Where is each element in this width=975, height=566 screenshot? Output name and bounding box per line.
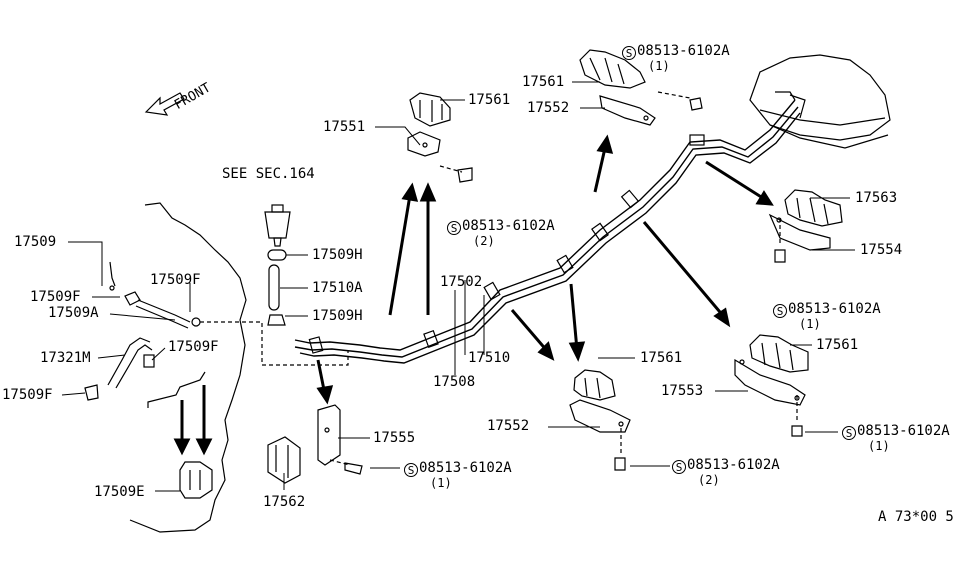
label-17509: 17509 bbox=[14, 234, 57, 250]
fuel-filter-part bbox=[264, 204, 291, 247]
pointer-arrows bbox=[173, 134, 774, 456]
label-17554: 17554 bbox=[860, 242, 903, 258]
label-17509F-3: 17509F bbox=[168, 339, 219, 355]
dashed-lines bbox=[200, 91, 798, 466]
bracket-17555 bbox=[317, 404, 363, 475]
label-17563: 17563 bbox=[855, 190, 898, 206]
footer-code: A 73*00 5 bbox=[878, 509, 954, 525]
label-17561-4: 17561 bbox=[816, 337, 859, 353]
label-17509F-4: 17509F bbox=[2, 387, 53, 403]
screw-s-icon: S bbox=[622, 46, 636, 60]
pipe-clips bbox=[308, 134, 705, 354]
label-17552-2: 17552 bbox=[487, 418, 530, 434]
label-17553: 17553 bbox=[661, 383, 704, 399]
bracket-17552-top bbox=[579, 49, 703, 126]
label-17552-1: 17552 bbox=[527, 100, 570, 116]
label-17561-2: 17561 bbox=[522, 74, 565, 90]
clip-17562 bbox=[267, 436, 301, 484]
label-17321M: 17321M bbox=[40, 350, 91, 366]
label-17555: 17555 bbox=[373, 430, 416, 446]
label-17508: 17508 bbox=[433, 374, 476, 390]
screw-s-icon: S bbox=[404, 463, 418, 477]
screw-s-icon: S bbox=[672, 460, 686, 474]
left-hoses bbox=[84, 261, 206, 408]
screw-s-icon: S bbox=[842, 426, 856, 440]
clamp-17509H-bottom bbox=[267, 314, 286, 326]
label-17509H-1: 17509H bbox=[312, 247, 363, 263]
fuel-pipes bbox=[294, 99, 801, 364]
label-17509E: 17509E bbox=[94, 484, 145, 500]
see-sec-label: SEE SEC.164 bbox=[222, 166, 315, 182]
bracket-17553 bbox=[734, 334, 809, 437]
hose-17510A bbox=[268, 264, 280, 311]
label-17509A: 17509A bbox=[48, 305, 99, 321]
label-17510: 17510 bbox=[468, 350, 511, 366]
label-17509H-2: 17509H bbox=[312, 308, 363, 324]
label-17551: 17551 bbox=[323, 119, 366, 135]
screw-s-icon: S bbox=[773, 304, 787, 318]
clip-17509E bbox=[179, 461, 213, 499]
label-17510A: 17510A bbox=[312, 280, 363, 296]
bracket-17554 bbox=[768, 189, 843, 263]
label-17509F-2: 17509F bbox=[150, 272, 201, 288]
hose-17509H-top bbox=[267, 249, 287, 261]
leader-lines bbox=[61, 81, 855, 492]
fuel-tank bbox=[749, 54, 891, 149]
bracket-17551 bbox=[407, 92, 473, 183]
engine-outline bbox=[129, 202, 247, 533]
label-17561-1: 17561 bbox=[468, 92, 511, 108]
bracket-17552-bottom bbox=[569, 369, 631, 471]
label-17562: 17562 bbox=[263, 494, 306, 510]
screw-s-icon: S bbox=[447, 221, 461, 235]
label-17502: 17502 bbox=[440, 274, 483, 290]
front-arrow-icon bbox=[144, 92, 185, 116]
label-17509F-1: 17509F bbox=[30, 289, 81, 305]
label-17561-3: 17561 bbox=[640, 350, 683, 366]
